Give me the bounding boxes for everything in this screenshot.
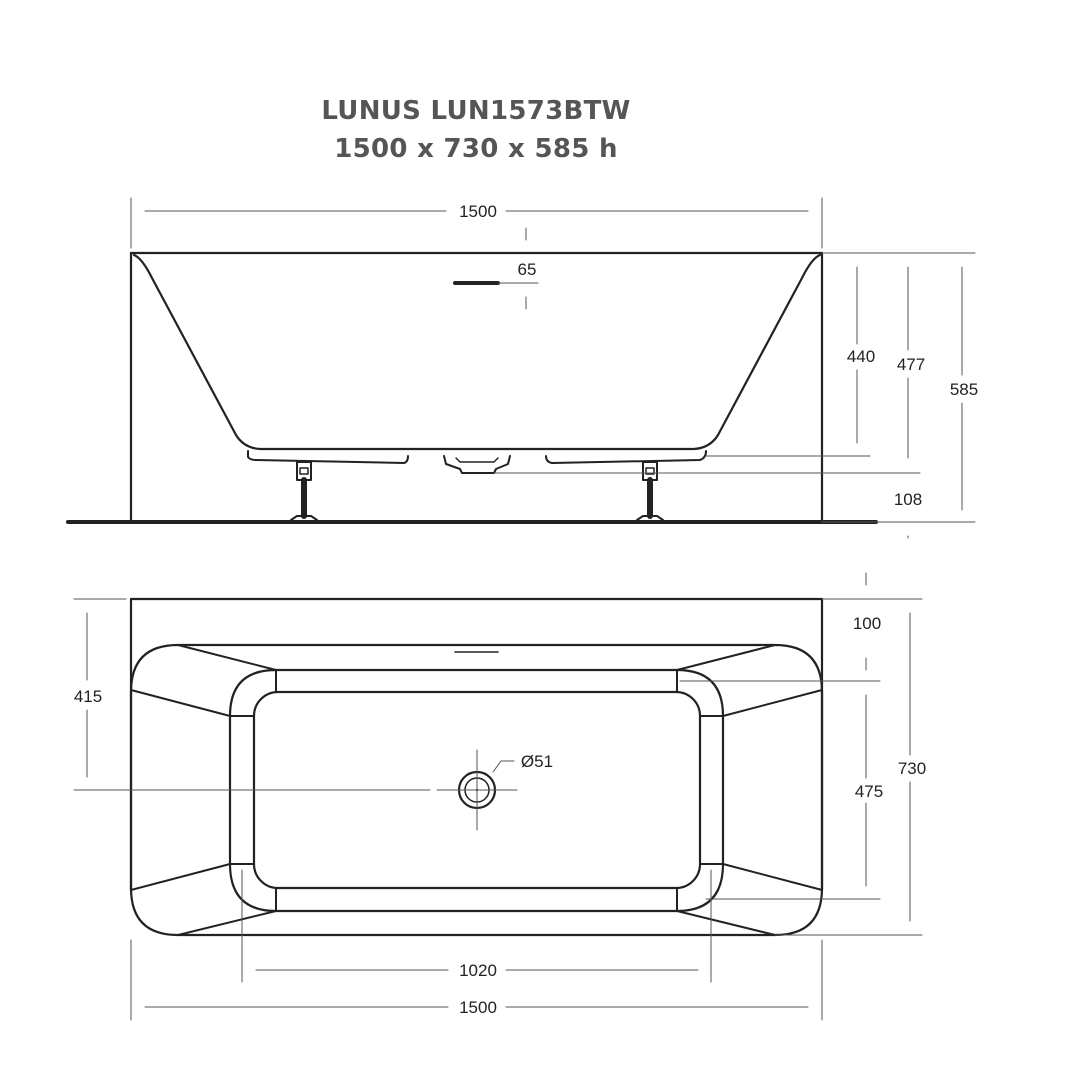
drain-diameter-label: Ø51 [521,752,553,771]
rim-offset-label: 100 [853,614,881,633]
side-width-label: 1500 [459,202,497,221]
top-dimension-lines [73,572,923,1021]
left-leg [290,461,318,521]
base-clearance-label: 108 [894,490,922,509]
depth-label: 440 [847,347,875,366]
title-block: LUNUS LUN1573BTW 1500 x 730 x 585 h [0,92,952,168]
overflow-label: 65 [518,260,537,279]
bevel-lines [130,644,823,936]
tub-side-outline [132,253,822,451]
drain-trap-inner [455,457,499,463]
top-bounding-frame [129,597,824,892]
side-bounding-frame [129,251,824,524]
side-dimension-lines [130,197,976,539]
right-leg [636,461,664,521]
inner-depth-label: 475 [855,782,883,801]
drain-trap [443,455,511,474]
center-offset-label: 415 [74,687,102,706]
inner-length-label: 1020 [459,961,497,980]
left-base-support [247,450,409,464]
top-view: 415 Ø51 100 475 730 1020 1500 [73,572,926,1021]
side-view: 1500 65 440 477 585 108 [66,197,978,539]
model-name: LUNUS LUN1573BTW [321,96,631,126]
length-label: 1500 [459,998,497,1017]
rim-to-drain-label: 477 [897,355,925,374]
total-width-label: 730 [898,759,926,778]
total-height-label: 585 [950,380,978,399]
right-base-support [545,450,707,464]
model-dimensions: 1500 x 730 x 585 h [334,134,618,164]
